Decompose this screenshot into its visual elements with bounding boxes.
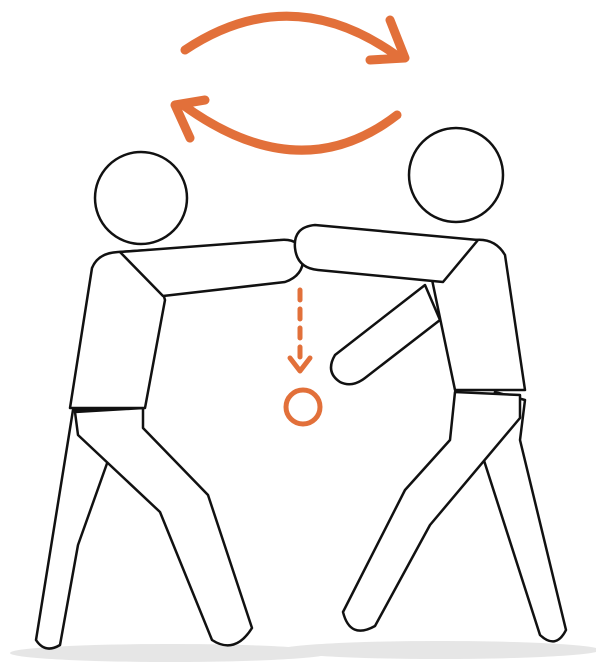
right-figure: [295, 128, 566, 641]
right-figure-lower-arm: [331, 285, 440, 384]
dashed-down-arrow-icon: [290, 290, 310, 371]
bottom-arc-arrow: [183, 105, 397, 150]
circle-marker-icon: [286, 390, 320, 424]
left-figure-head: [95, 152, 187, 244]
right-figure-head: [409, 128, 503, 222]
circular-arrows-icon: [175, 16, 405, 150]
right-ground-shadow: [280, 641, 596, 659]
top-arc-arrow: [185, 16, 396, 55]
left-figure-front-leg: [75, 408, 252, 645]
right-figure-front-leg: [343, 392, 520, 631]
left-figure: [36, 152, 303, 649]
right-figure-reaching-arm: [295, 225, 478, 282]
ground-shadows: [10, 641, 596, 662]
drop-arrowhead: [290, 358, 310, 371]
